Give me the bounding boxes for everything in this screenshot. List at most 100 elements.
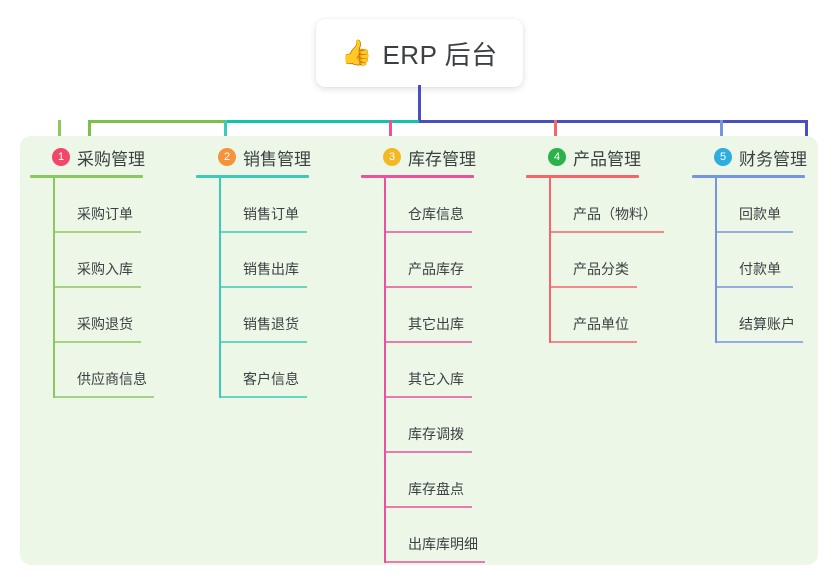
branch-label-2: 销售管理 xyxy=(243,149,311,169)
leaf-rule xyxy=(384,561,485,563)
leaf-label: 采购订单 xyxy=(77,206,133,222)
teal-segment xyxy=(224,120,421,123)
branch-spine-3 xyxy=(384,178,386,563)
leaf-rule xyxy=(219,341,307,343)
leaf-node[interactable]: 采购退货 xyxy=(53,288,145,343)
leaf-rule xyxy=(715,286,793,288)
branch-4: 4 产品管理产品（物料） 产品分类产品单位 xyxy=(526,146,664,343)
leaf-node[interactable]: 供应商信息 xyxy=(53,343,154,398)
green-segment xyxy=(88,120,226,123)
branch-header-1[interactable]: 1 采购管理 xyxy=(30,146,145,169)
leaf-node[interactable]: 付款单 xyxy=(715,233,807,288)
leaf-node[interactable]: 产品单位 xyxy=(549,288,641,343)
branch-rule-1 xyxy=(30,175,143,178)
branch-rule-5 xyxy=(692,175,805,178)
leaf-node[interactable]: 仓库信息 xyxy=(384,178,476,233)
leaf-rule xyxy=(53,231,141,233)
branch-spine-4 xyxy=(549,178,551,343)
branch-2: 2 销售管理销售订单销售出库销售退货客户信息 xyxy=(196,146,311,398)
leaf-label: 供应商信息 xyxy=(77,371,147,387)
leaf-node[interactable]: 产品库存 xyxy=(384,233,476,288)
leaf-label: 仓库信息 xyxy=(408,206,464,222)
leaf-rule xyxy=(715,231,793,233)
root-title: ERP 后台 xyxy=(382,39,498,70)
branch-1: 1 采购管理采购订单采购入库采购退货供应商信息 xyxy=(30,146,154,398)
leaf-rule xyxy=(384,396,472,398)
leaf-label: 销售订单 xyxy=(243,206,299,222)
thumbs-up-icon: 👍 xyxy=(341,38,373,67)
leaf-rule xyxy=(219,396,307,398)
leaf-node[interactable]: 采购入库 xyxy=(53,233,145,288)
leaf-node[interactable]: 其它入库 xyxy=(384,343,476,398)
leaf-node[interactable]: 其它出库 xyxy=(384,288,476,343)
leaf-label: 其它入库 xyxy=(408,371,464,387)
leaf-rule xyxy=(715,341,803,343)
branch-label-3: 库存管理 xyxy=(408,149,476,169)
leaf-rule xyxy=(53,341,141,343)
branch-rule-4 xyxy=(526,175,639,178)
branch-items-5: 回款单付款单结算账户 xyxy=(715,178,807,343)
leaf-node[interactable]: 回款单 xyxy=(715,178,807,233)
leaf-label: 采购入库 xyxy=(77,261,133,277)
leaf-node[interactable]: 结算账户 xyxy=(715,288,807,343)
leaf-rule xyxy=(219,286,307,288)
branch-items-4: 产品（物料） 产品分类产品单位 xyxy=(549,178,664,343)
leaf-node[interactable]: 产品（物料） xyxy=(549,178,664,233)
leaf-label: 产品库存 xyxy=(408,261,464,277)
leaf-node[interactable]: 库存盘点 xyxy=(384,453,476,508)
branch-badge-1: 1 xyxy=(52,148,70,166)
branch-badge-4: 4 xyxy=(548,148,566,166)
branch-badge-5: 5 xyxy=(714,148,732,166)
leaf-rule xyxy=(384,451,472,453)
branch-label-5: 财务管理 xyxy=(739,149,807,169)
branch-spine-5 xyxy=(715,178,717,343)
branch-items-2: 销售订单销售出库销售退货客户信息 xyxy=(219,178,311,398)
leaf-node[interactable]: 产品分类 xyxy=(549,233,641,288)
leaf-rule xyxy=(384,506,472,508)
root-node[interactable]: 👍 ERP 后台 xyxy=(316,19,523,87)
branch-header-5[interactable]: 5 财务管理 xyxy=(692,146,807,169)
leaf-rule xyxy=(219,231,307,233)
leaf-label: 销售退货 xyxy=(243,316,299,332)
leaf-label: 产品单位 xyxy=(573,316,629,332)
leaf-label: 其它出库 xyxy=(408,316,464,332)
trunk-line xyxy=(418,85,421,123)
leaf-node[interactable]: 采购订单 xyxy=(53,178,145,233)
branch-spine-1 xyxy=(53,178,55,398)
root-node-content: 👍 ERP 后台 xyxy=(341,35,497,72)
leaf-node[interactable]: 出库库明细 xyxy=(384,508,485,563)
leaf-label: 采购退货 xyxy=(77,316,133,332)
leaf-label: 回款单 xyxy=(739,206,781,222)
leaf-rule xyxy=(53,286,141,288)
leaf-label: 客户信息 xyxy=(243,371,299,387)
leaf-node[interactable]: 库存调拨 xyxy=(384,398,476,453)
leaf-rule xyxy=(384,286,472,288)
leaf-label: 产品分类 xyxy=(573,261,629,277)
branch-rule-3 xyxy=(361,175,474,178)
branch-rule-2 xyxy=(196,175,309,178)
branch-items-3: 仓库信息产品库存其它出库其它入库库存调拨库存盘点出库库明细 xyxy=(384,178,485,563)
leaf-rule xyxy=(549,341,637,343)
leaf-node[interactable]: 销售退货 xyxy=(219,288,311,343)
leaf-rule xyxy=(384,231,472,233)
branch-label-1: 采购管理 xyxy=(77,149,145,169)
branch-badge-2: 2 xyxy=(218,148,236,166)
leaf-label: 结算账户 xyxy=(739,316,795,332)
branch-spine-2 xyxy=(219,178,221,398)
leaf-node[interactable]: 销售出库 xyxy=(219,233,311,288)
leaf-label: 销售出库 xyxy=(243,261,299,277)
leaf-node[interactable]: 销售订单 xyxy=(219,178,311,233)
branch-label-4: 产品管理 xyxy=(573,149,641,169)
leaf-label: 付款单 xyxy=(739,261,781,277)
branch-5: 5 财务管理回款单付款单结算账户 xyxy=(692,146,807,343)
branch-header-4[interactable]: 4 产品管理 xyxy=(526,146,641,169)
branch-badge-3: 3 xyxy=(383,148,401,166)
branch-header-3[interactable]: 3 库存管理 xyxy=(361,146,476,169)
leaf-node[interactable]: 客户信息 xyxy=(219,343,311,398)
leaf-rule xyxy=(549,286,637,288)
leaf-label: 库存调拨 xyxy=(408,426,464,442)
leaf-rule xyxy=(384,341,472,343)
branch-header-2[interactable]: 2 销售管理 xyxy=(196,146,311,169)
branches-panel xyxy=(20,136,818,565)
